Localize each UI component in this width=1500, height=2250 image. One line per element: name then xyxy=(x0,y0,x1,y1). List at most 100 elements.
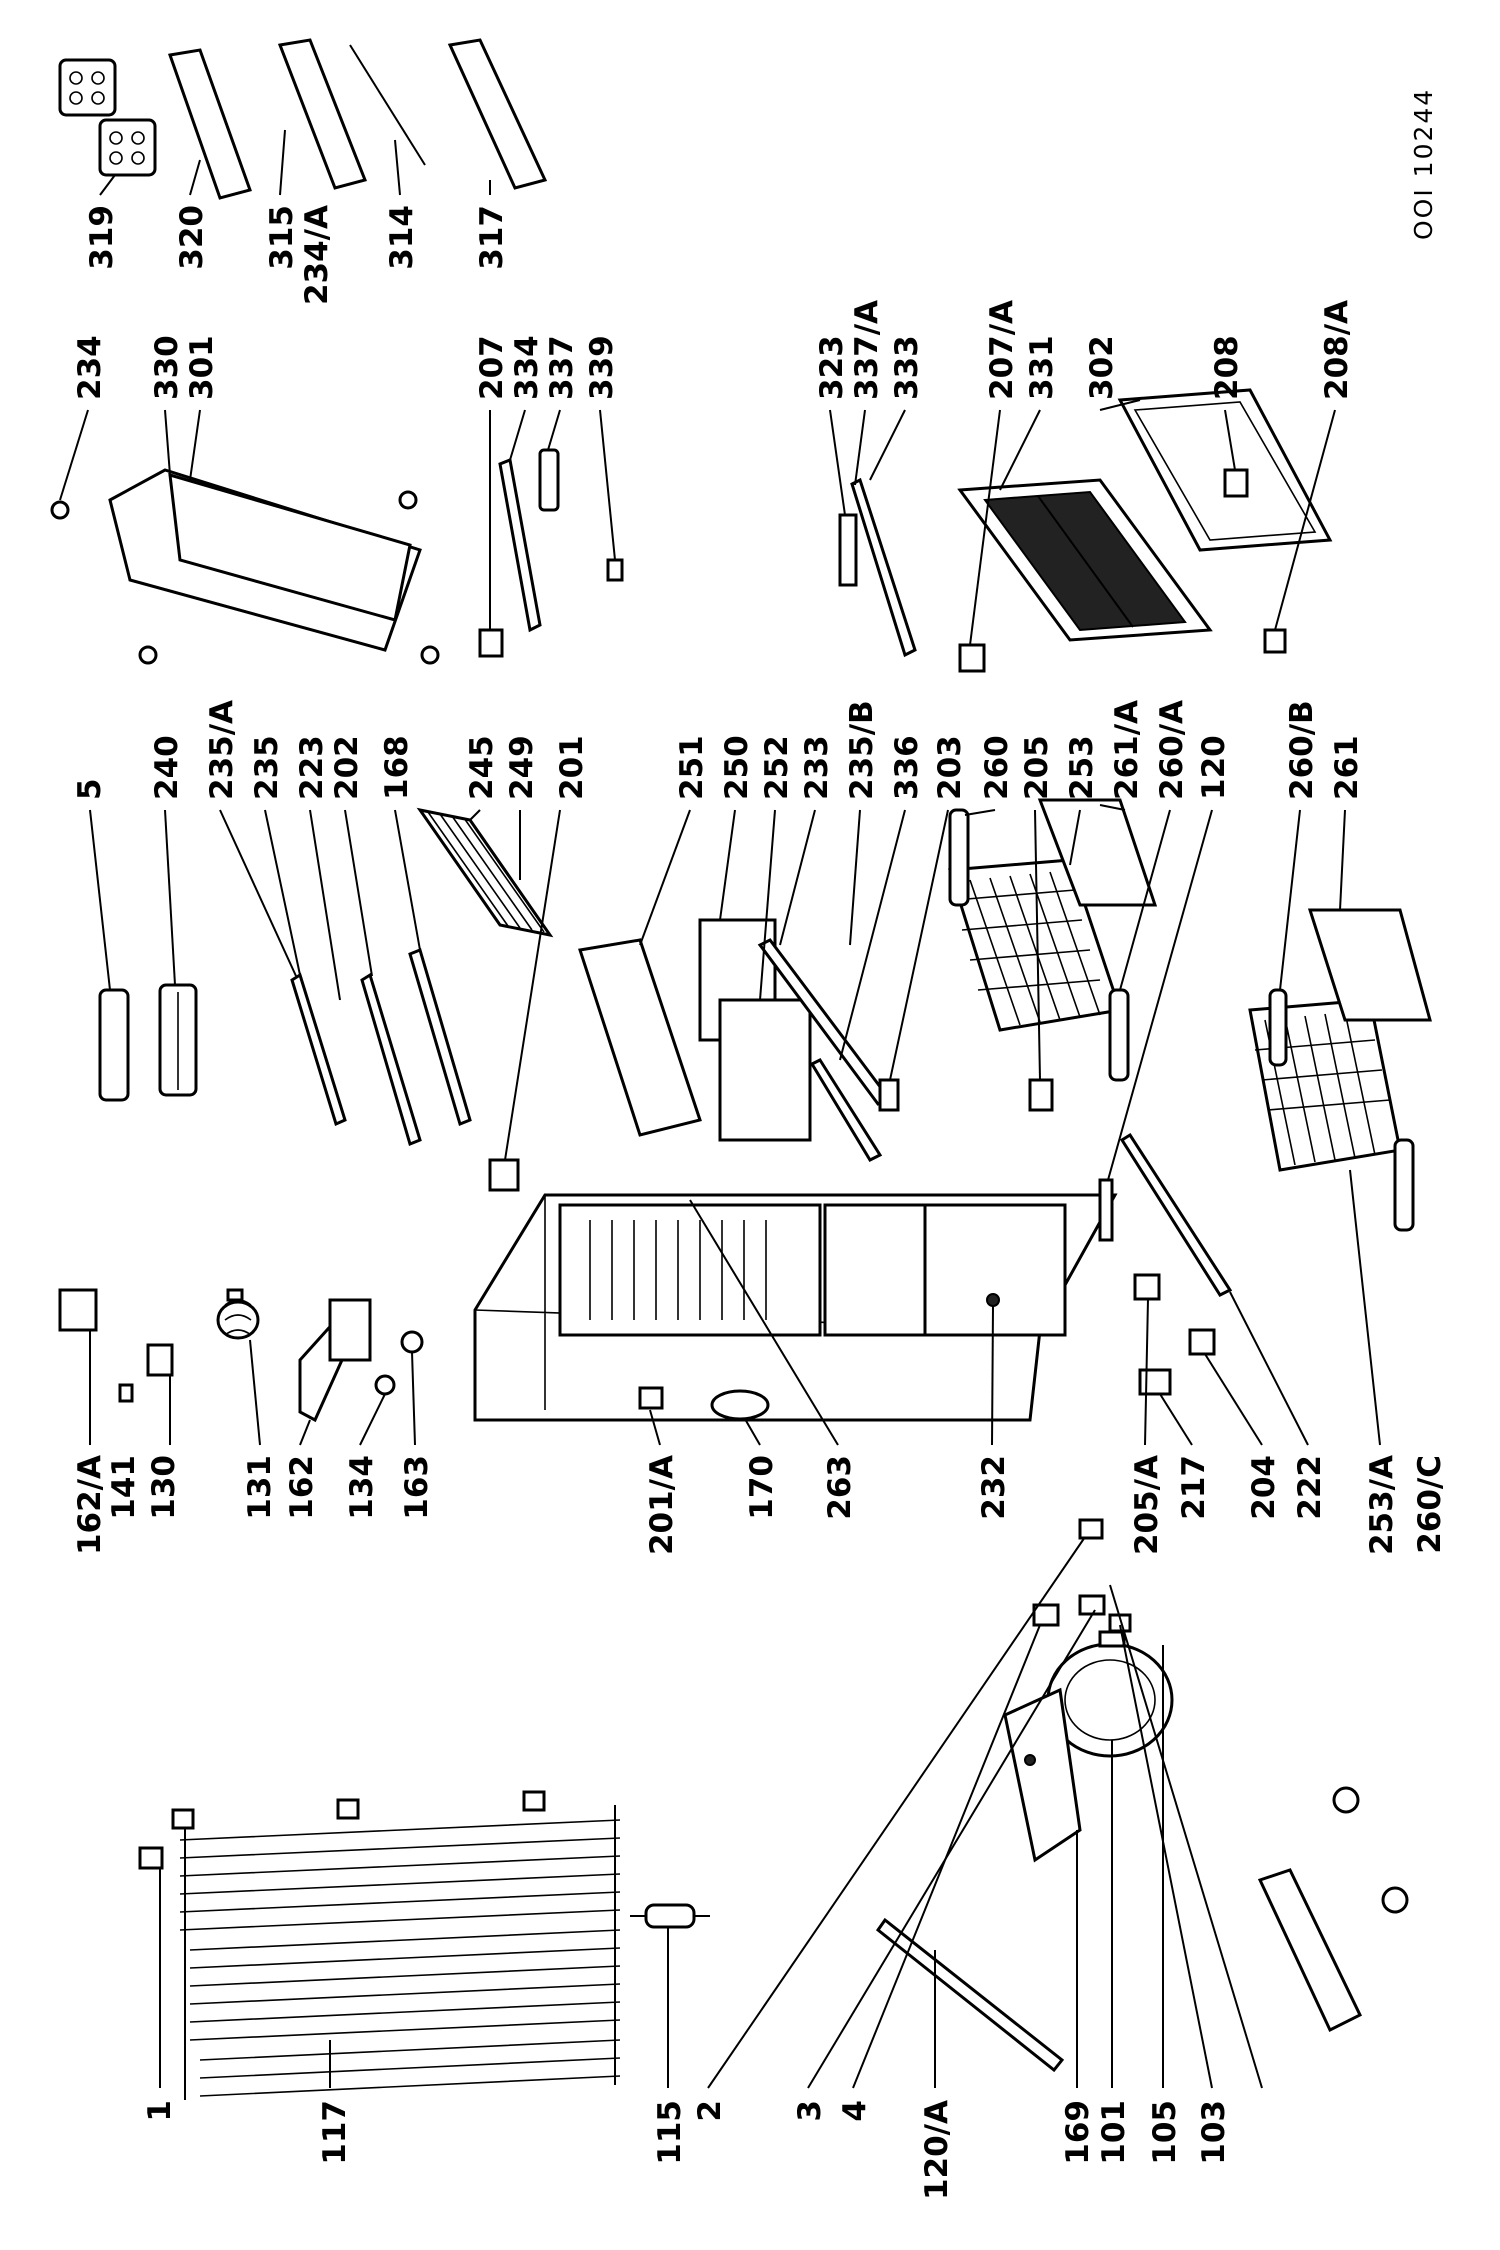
label-201: 201 xyxy=(554,735,590,800)
part-207 xyxy=(478,628,504,658)
part-222-rail xyxy=(1119,1132,1233,1297)
part-339 xyxy=(606,558,624,582)
part-333 xyxy=(850,477,917,658)
label-260A: 260/A xyxy=(1154,700,1190,800)
label-115: 115 xyxy=(652,2100,688,2165)
label-4: 4 xyxy=(837,2100,873,2122)
label-260B: 260/B xyxy=(1284,700,1320,800)
label-103: 103 xyxy=(1196,2100,1232,2165)
label-317: 317 xyxy=(474,205,510,270)
label-1: 1 xyxy=(142,2100,178,2122)
part-337 xyxy=(538,448,560,512)
door-shelf-317 xyxy=(447,38,548,190)
label-131: 131 xyxy=(242,1455,278,1520)
part-4 xyxy=(1032,1603,1060,1627)
label-330: 330 xyxy=(149,335,185,400)
label-339: 339 xyxy=(584,335,620,400)
label-261: 261 xyxy=(1329,735,1365,800)
part-260B-handle xyxy=(1268,988,1288,1067)
part-2 xyxy=(1078,1518,1104,1540)
part-260A xyxy=(1108,988,1130,1082)
part-240-ice-tray xyxy=(158,983,198,1097)
label-319: 319 xyxy=(84,205,120,270)
label-208: 208 xyxy=(1209,335,1245,400)
condenser-coil-117 xyxy=(171,1790,621,2100)
label-120A: 120/A xyxy=(919,2100,955,2200)
part-162 xyxy=(298,1298,372,1423)
part-235-rail xyxy=(290,972,347,1127)
label-205A: 205/A xyxy=(1129,1455,1165,1555)
part-261 xyxy=(1307,908,1432,1022)
label-163: 163 xyxy=(399,1455,435,1520)
label-235B: 235/B xyxy=(844,700,880,800)
part-260C-handle xyxy=(1393,1138,1415,1232)
cabinet-body xyxy=(473,1193,1118,1422)
part-201 xyxy=(488,1158,520,1192)
label-260C: 260/C xyxy=(1412,1455,1448,1554)
part-163 xyxy=(400,1330,424,1354)
label-5: 5 xyxy=(72,778,108,800)
part-3 xyxy=(1078,1594,1106,1616)
label-169: 169 xyxy=(1060,2100,1096,2165)
part-208A xyxy=(1263,628,1287,654)
part-115 xyxy=(630,1903,710,1929)
label-323: 323 xyxy=(814,335,850,400)
label-261A: 261/A xyxy=(1109,700,1145,800)
part-103-base xyxy=(1257,1786,1409,2033)
part-245-shelf xyxy=(416,807,554,938)
document-code: OOI 10244 xyxy=(1409,88,1438,240)
part-130 xyxy=(146,1343,174,1377)
label-249: 249 xyxy=(504,735,540,800)
label-233: 233 xyxy=(799,735,835,800)
label-217: 217 xyxy=(1176,1455,1212,1520)
part-205A xyxy=(1133,1273,1161,1301)
label-235A: 235/A xyxy=(204,700,240,800)
label-204: 204 xyxy=(1246,1455,1282,1520)
label-3: 3 xyxy=(792,2100,828,2122)
part-217 xyxy=(1138,1368,1172,1396)
label-101: 101 xyxy=(1096,2100,1132,2165)
part-207A xyxy=(958,643,986,673)
egg-trays-319 xyxy=(58,58,157,177)
label-202: 202 xyxy=(329,735,365,800)
part-202-rail xyxy=(360,972,422,1147)
label-240: 240 xyxy=(149,735,185,800)
label-260: 260 xyxy=(979,735,1015,800)
door-shelf-315 xyxy=(277,38,368,190)
door-331-grille xyxy=(957,478,1213,642)
drawer-251 xyxy=(578,938,702,1137)
label-334: 334 xyxy=(509,335,545,400)
label-223: 223 xyxy=(294,735,330,800)
label-251: 251 xyxy=(674,735,710,800)
part-134 xyxy=(374,1374,396,1396)
label-130: 130 xyxy=(146,1455,182,1520)
label-203: 203 xyxy=(932,735,968,800)
rod-314 xyxy=(349,44,426,166)
label-263: 263 xyxy=(822,1455,858,1520)
label-2: 2 xyxy=(692,2100,728,2122)
part-334-rail xyxy=(498,457,542,633)
label-205: 205 xyxy=(1019,735,1055,800)
label-207: 207 xyxy=(474,335,510,400)
label-252: 252 xyxy=(759,735,795,800)
label-301: 301 xyxy=(184,335,220,400)
part-260-handle xyxy=(948,808,970,907)
part-336 xyxy=(809,1058,883,1162)
label-315: 315 xyxy=(264,205,300,270)
label-234: 234 xyxy=(72,335,108,400)
label-105: 105 xyxy=(1147,2100,1183,2165)
frame-302 xyxy=(1117,388,1333,552)
part-203 xyxy=(878,1078,900,1112)
part-141 xyxy=(118,1383,134,1403)
label-331: 331 xyxy=(1024,335,1060,400)
door-330-301 xyxy=(50,468,440,665)
drawer-252 xyxy=(718,998,812,1142)
label-162: 162 xyxy=(284,1455,320,1520)
label-253: 253 xyxy=(1064,735,1100,800)
part-120 xyxy=(1098,1178,1114,1242)
part-131 xyxy=(216,1288,260,1340)
label-222: 222 xyxy=(1292,1455,1328,1520)
door-shelf-320 xyxy=(167,48,252,200)
label-134: 134 xyxy=(344,1455,380,1520)
